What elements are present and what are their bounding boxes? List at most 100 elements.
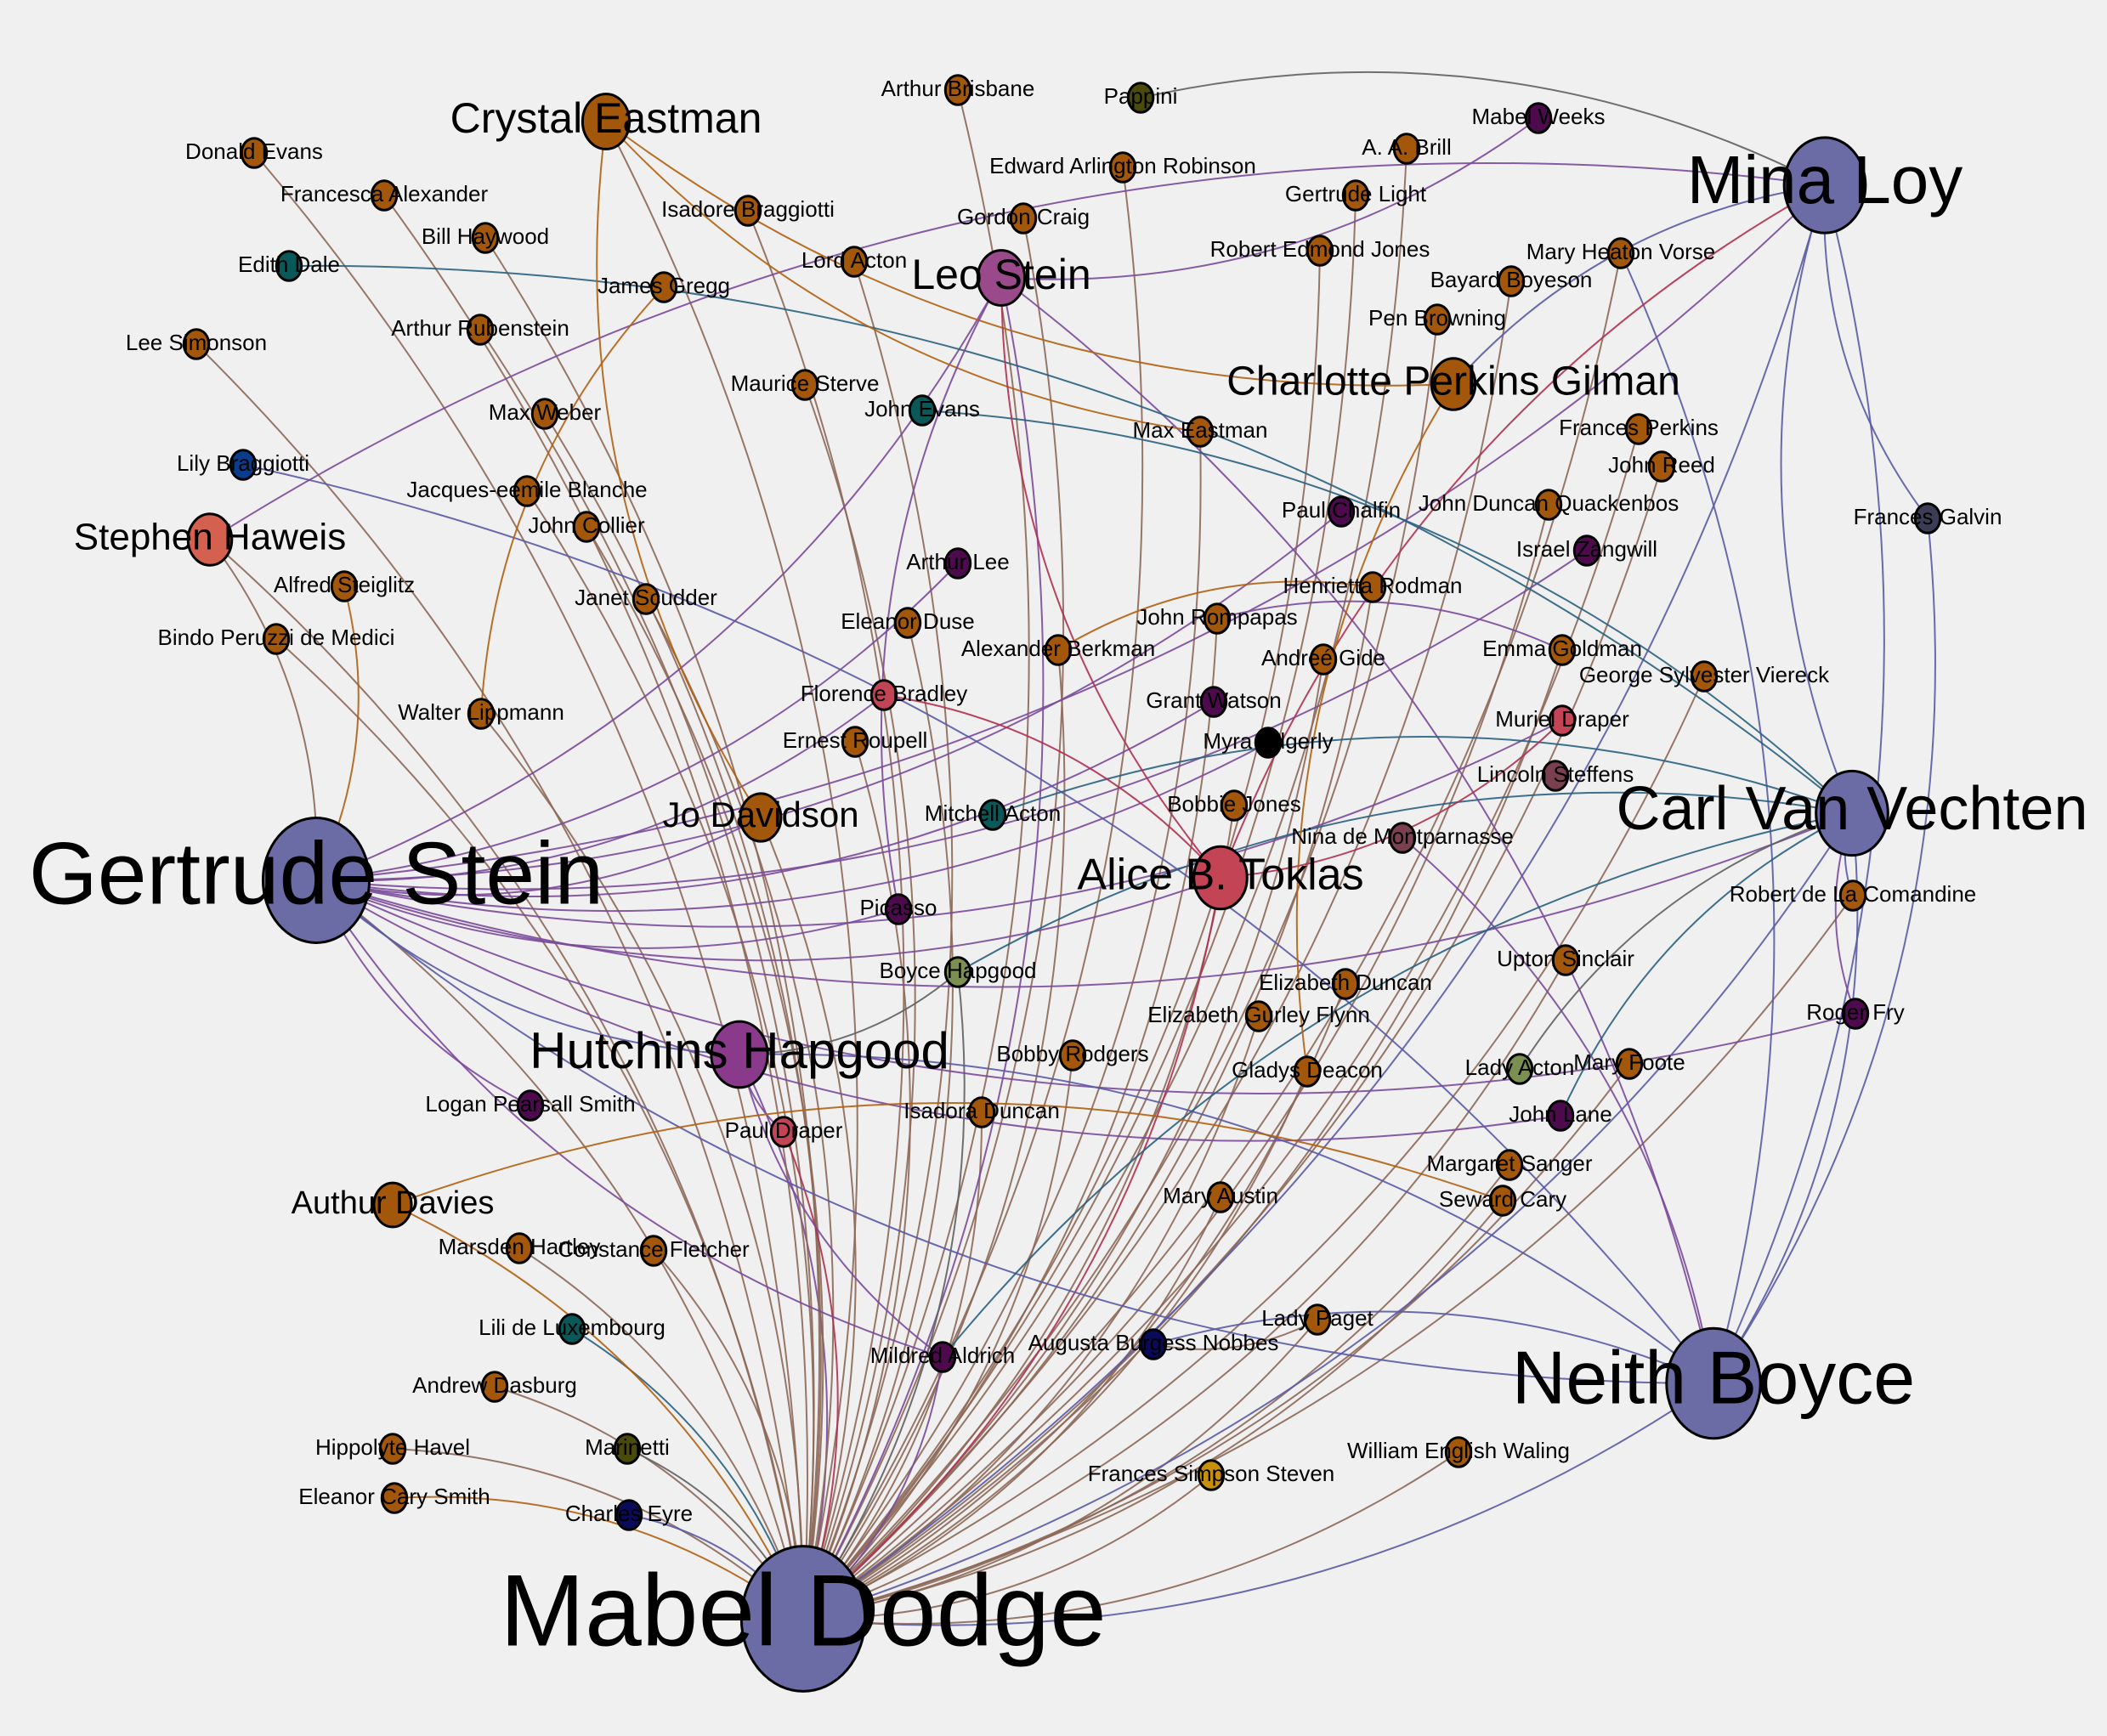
node-lord-acton[interactable] — [840, 246, 869, 278]
node-mary-foote[interactable] — [1615, 1048, 1644, 1080]
node-roger-fry[interactable] — [1841, 998, 1870, 1030]
node-hutchins-hapgood[interactable] — [710, 1020, 769, 1089]
node-maurice-sterve[interactable] — [790, 369, 819, 401]
node-paul-draper[interactable] — [769, 1116, 798, 1148]
node-constance-fletcher[interactable] — [639, 1235, 668, 1267]
node-mabel-dodge[interactable] — [739, 1545, 867, 1693]
node-bobby-rodgers[interactable] — [1058, 1039, 1087, 1072]
node-bobbie-jones[interactable] — [1220, 789, 1249, 822]
node-marinetti[interactable] — [613, 1433, 642, 1465]
node-lily-braggiotti[interactable] — [229, 449, 258, 481]
node-elizabeth-duncan[interactable] — [1331, 968, 1360, 1000]
node-mary-austin[interactable] — [1206, 1181, 1235, 1213]
node-israel-zangwill[interactable] — [1572, 534, 1601, 567]
node-lili-luxembourg[interactable] — [558, 1313, 586, 1345]
node-neith-boyce[interactable] — [1665, 1326, 1762, 1440]
node-william-waling[interactable] — [1444, 1436, 1473, 1468]
node-bayard-boyeson[interactable] — [1497, 265, 1526, 297]
node-john-collier[interactable] — [572, 511, 601, 543]
node-alexander-berkman[interactable] — [1044, 634, 1073, 666]
node-gertrude-stein[interactable] — [261, 817, 371, 944]
node-edward-robinson[interactable] — [1108, 151, 1137, 184]
node-picasso[interactable] — [884, 893, 913, 925]
node-frances-perkins[interactable] — [1624, 413, 1653, 445]
node-robert-edmond-jones[interactable] — [1306, 235, 1334, 267]
node-john-evans[interactable] — [908, 394, 937, 427]
node-authur-davies[interactable] — [372, 1181, 413, 1229]
node-pappini[interactable] — [1126, 82, 1155, 114]
node-augusta-nobbes[interactable] — [1139, 1328, 1168, 1360]
node-bindo-peruzzi[interactable] — [262, 623, 291, 655]
node-eleanor-cary-smith[interactable] — [380, 1482, 409, 1514]
node-crystal-eastman[interactable] — [581, 93, 632, 150]
node-mina-loy[interactable] — [1782, 136, 1867, 235]
node-alfred-steiglitz[interactable] — [330, 570, 359, 602]
node-robert-comandine[interactable] — [1838, 879, 1867, 912]
node-aa-brill[interactable] — [1392, 133, 1421, 165]
node-max-eastman[interactable] — [1186, 416, 1215, 448]
node-lee-simonson[interactable] — [182, 328, 211, 360]
node-jacques-blanche[interactable] — [513, 475, 541, 507]
node-andree-gide[interactable] — [1309, 643, 1338, 676]
node-andrew-dasburg[interactable] — [480, 1371, 509, 1403]
node-lady-acton[interactable] — [1505, 1053, 1534, 1085]
node-george-viereck[interactable] — [1690, 660, 1719, 693]
node-mitchell-acton[interactable] — [978, 799, 1007, 831]
node-charlotte-gilman[interactable] — [1430, 357, 1477, 411]
node-arthur-brisbane[interactable] — [943, 74, 972, 106]
edge-mabel_dodge-donald_evans — [253, 152, 804, 1620]
node-gertrude-light[interactable] — [1341, 179, 1370, 212]
node-muriel-draper[interactable] — [1548, 704, 1577, 737]
node-myra-edgerly[interactable] — [1254, 727, 1283, 759]
node-charles-eyre[interactable] — [615, 1499, 643, 1531]
node-frances-galvin[interactable] — [1913, 502, 1942, 534]
node-seward-cary[interactable] — [1488, 1185, 1517, 1217]
node-arthur-lee[interactable] — [943, 547, 972, 580]
node-paul-chalfin[interactable] — [1327, 495, 1356, 528]
node-mabel-weeks[interactable] — [1524, 102, 1553, 134]
node-john-quackenbos[interactable] — [1534, 489, 1563, 521]
edge-mabel_dodge-john_reed — [802, 466, 1662, 1620]
node-hippolyte-havel[interactable] — [378, 1433, 407, 1465]
node-francesca-alexander[interactable] — [370, 179, 399, 212]
node-florence-bradley[interactable] — [869, 679, 898, 711]
node-pen-browning[interactable] — [1423, 303, 1452, 336]
node-eleanor-duse[interactable] — [893, 607, 922, 639]
node-henrietta-rodman[interactable] — [1358, 571, 1387, 603]
node-nina-montparnasse[interactable] — [1388, 822, 1417, 854]
node-alice-toklas[interactable] — [1192, 845, 1249, 911]
node-janet-scudder[interactable] — [632, 583, 660, 615]
node-grant-watson[interactable] — [1199, 686, 1228, 718]
node-lady-paget[interactable] — [1303, 1303, 1332, 1336]
node-isadora-duncan[interactable] — [967, 1096, 996, 1128]
node-arthur-rubenstein[interactable] — [466, 314, 495, 346]
node-walter-lippmann[interactable] — [467, 698, 496, 730]
node-gordon-craig[interactable] — [1009, 202, 1038, 235]
node-mary-heaton-vorse[interactable] — [1606, 237, 1635, 269]
node-john-rompapas[interactable] — [1203, 602, 1232, 635]
node-logan-smith[interactable] — [516, 1089, 545, 1122]
node-ernest-roupell[interactable] — [841, 726, 869, 758]
node-elizabeth-flynn[interactable] — [1244, 1000, 1273, 1032]
node-stephen-haweis[interactable] — [186, 512, 234, 567]
node-upton-sinclair[interactable] — [1551, 944, 1580, 976]
node-isadore-braggiotti[interactable] — [733, 195, 762, 227]
node-gladys-deacon[interactable] — [1293, 1055, 1322, 1088]
node-james-gregg[interactable] — [649, 271, 678, 303]
node-john-reed[interactable] — [1647, 450, 1676, 483]
node-jo-davidson[interactable] — [739, 792, 783, 843]
node-carl-van-vechten[interactable] — [1815, 769, 1889, 857]
node-edith-dale[interactable] — [275, 250, 303, 282]
node-bill-haywood[interactable] — [471, 222, 500, 254]
node-lincoln-steffens[interactable] — [1541, 760, 1570, 792]
node-mildred-aldrich[interactable] — [928, 1341, 957, 1373]
node-donald-evans[interactable] — [240, 137, 269, 169]
node-margaret-sanger[interactable] — [1495, 1149, 1524, 1181]
node-frances-steven[interactable] — [1197, 1459, 1226, 1491]
node-boyce-hapgood[interactable] — [943, 956, 972, 988]
node-john-lane[interactable] — [1546, 1100, 1575, 1132]
node-leo-stein[interactable] — [976, 249, 1027, 307]
node-emma-goldman[interactable] — [1548, 634, 1577, 666]
node-max-weber[interactable] — [530, 398, 559, 430]
node-marsden-hartley[interactable] — [505, 1232, 534, 1264]
